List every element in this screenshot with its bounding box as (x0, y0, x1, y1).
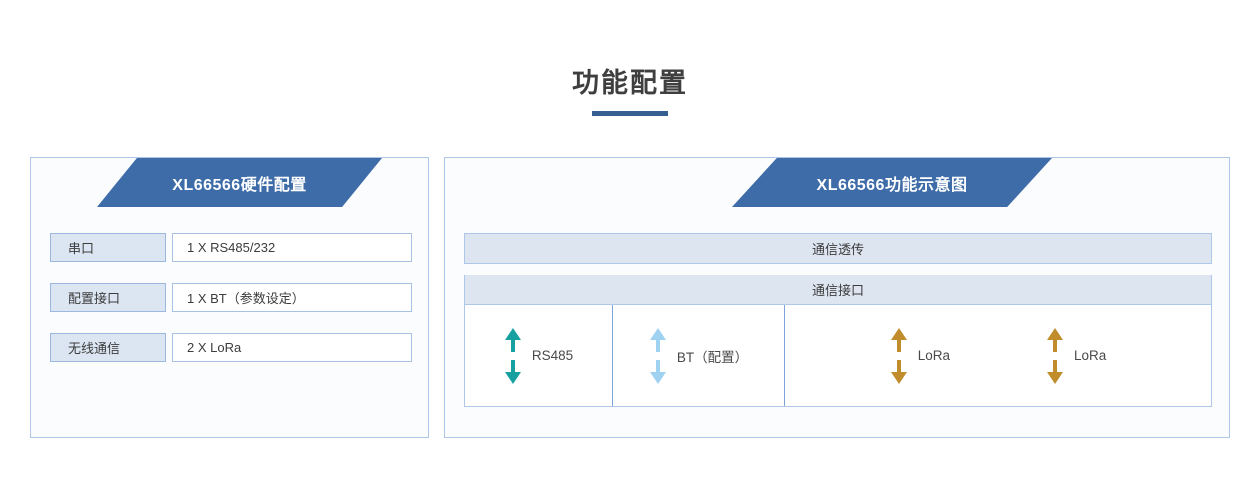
function-diagram-panel: XL66566功能示意图 通信透传 通信接口 RS485 (444, 157, 1230, 438)
double-arrow-gold-icon (1046, 327, 1064, 384)
interface-cells: RS485 BT（配置） (465, 305, 1211, 406)
spec-label-serial: 串口 (50, 233, 166, 262)
communication-interface-header: 通信接口 (465, 275, 1211, 305)
port-label-lora-2: LoRa (1074, 348, 1107, 363)
hardware-spec-list: 串口 1 X RS485/232 配置接口 1 X BT（参数设定） 无线通信 … (50, 233, 412, 383)
port-bt: BT（配置） (649, 327, 749, 384)
spec-value-config-interface: 1 X BT（参数设定） (172, 283, 412, 312)
spec-row: 串口 1 X RS485/232 (50, 233, 412, 262)
spec-row: 无线通信 2 X LoRa (50, 333, 412, 362)
page-title: 功能配置 (572, 68, 688, 98)
interface-cell-lora: LoRa LoRa (785, 305, 1211, 406)
port-label-lora-1: LoRa (917, 348, 950, 363)
hardware-config-panel: XL66566硬件配置 串口 1 X RS485/232 配置接口 1 X BT… (30, 157, 429, 438)
double-arrow-lightblue-icon (649, 327, 667, 384)
interface-cell-bt: BT（配置） (613, 305, 785, 406)
spec-label-config-interface: 配置接口 (50, 283, 166, 312)
interface-cell-rs485: RS485 (465, 305, 613, 406)
title-underline (592, 111, 668, 116)
port-label-bt: BT（配置） (676, 349, 749, 365)
function-diagram-banner-title: XL66566功能示意图 (816, 176, 968, 194)
spec-value-wireless: 2 X LoRa (172, 333, 412, 362)
bar-spacer (464, 264, 1212, 275)
hardware-config-banner-title: XL66566硬件配置 (172, 176, 307, 194)
communication-interface-group: 通信接口 RS485 (464, 275, 1212, 407)
port-lora-1: LoRa (890, 327, 950, 384)
spec-row: 配置接口 1 X BT（参数设定） (50, 283, 412, 312)
spec-label-wireless: 无线通信 (50, 333, 166, 362)
transparent-transmission-bar: 通信透传 (464, 233, 1212, 264)
function-diagram: 通信透传 通信接口 RS485 (464, 233, 1212, 407)
spec-value-serial: 1 X RS485/232 (172, 233, 412, 262)
page-title-block: 功能配置 (0, 66, 1260, 116)
port-lora-2: LoRa (1046, 327, 1107, 384)
port-rs485: RS485 (504, 327, 574, 384)
double-arrow-teal-icon (504, 327, 522, 384)
hardware-config-banner: XL66566硬件配置 (97, 158, 382, 207)
function-diagram-banner: XL66566功能示意图 (732, 158, 1052, 207)
port-label-rs485: RS485 (531, 348, 574, 363)
double-arrow-gold-icon (890, 327, 908, 384)
